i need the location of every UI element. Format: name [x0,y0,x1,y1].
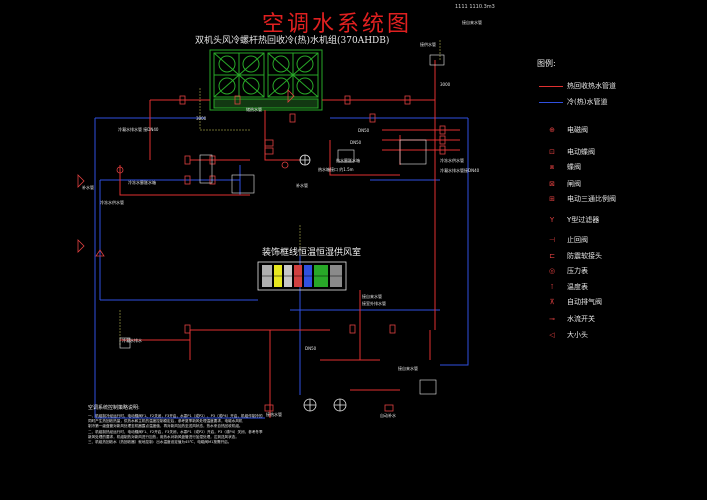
label-left-exp: 冷冻水膨胀水箱 [128,180,156,185]
legend-item: ⊞ 电动三通比例阀 [545,193,695,207]
3way-valve-icon: ⊞ [549,195,555,203]
legend-item: Y Y型过滤器 [545,214,695,228]
gate-valve-icon: ⊠ [549,180,555,188]
corner-note: 1111 1110.3m3 [455,4,495,10]
butterfly-valve-icon: ⧈ [549,163,555,171]
flow-switch-icon: ⊸ [549,315,555,323]
legend-label: 大小头 [567,331,588,339]
note-line: 一、机组制冷经运行时，电动蝶阀F1、F2关闭，F3开启，水泵P1（或P2）、P3… [88,414,263,418]
label-ahu-right-1: 接自来水管 [362,294,382,299]
legend-item: ⊏ 防震软接头 [545,250,695,264]
thermometer-icon: ⊺ [550,283,554,291]
legend-label: 冷(热)水管道 [567,98,608,106]
label-center-tank-1: DN50 [350,140,362,145]
legend-label: 压力表 [567,267,588,275]
note-line: 同时产生热回收热量，供热水和主机的温度控制稳定后，参考夏季新风处理温度要求，电磁… [88,419,243,424]
motorized-butterfly-valve-icon: ⊡ [549,148,555,156]
legend-item: ⊣ 止回阀 [545,234,695,248]
legend-label: 闸阀 [567,180,581,188]
pressure-gauge-icon: ◎ [548,267,556,275]
legend-item: 热回收热水管道 [539,80,695,94]
label-ahu-right-2: 接室外排水管 [362,301,386,306]
label-drain-left: 冷凝水排水 [122,338,142,343]
pump-symbols [299,154,347,412]
legend-label: 蝶阀 [567,163,581,171]
legend-label: 水流开关 [567,315,595,323]
legend-item: ⊼ 自动排气阀 [545,296,695,310]
accent-lines [119,40,441,345]
solenoid-valve-icon: ⊕ [549,126,555,134]
note-line: 制冷第一级盘管对新风处理至机器露点温度值，再对新风加热至送风状态，热水来自热回收… [88,424,243,429]
reducer-icon: ◁ [549,331,555,339]
label-ahu-down: DN50 [305,346,317,351]
legend-label: 电动三通比例阀 [567,195,616,203]
label-center-tank-3: 热水箱接口 约1.5m [318,167,354,172]
label-right-pipe2: 冷凝水排水管接DN40 [440,168,480,173]
legend-item: ⊡ 电动蝶阀 [545,146,695,160]
soft-joint-icon: ⊏ [549,252,555,260]
red-pipes [119,60,460,418]
note-line: 二、机组制热经运行时，电动蝶阀F1、F2开启，F3关闭，水泵P1（或P2）开启，… [88,429,263,434]
legend-label: 电磁阀 [567,126,588,134]
label-chiller-left-2: 3000 [196,116,207,121]
diagram-title: 空调水系统图 [262,12,413,37]
chiller-model-label: 双机头风冷螺杆热回收冷(热)水机组(370AHDB) [195,36,390,46]
label-top-right-1: 接供水管 [420,42,436,47]
label-chiller-left-1: 储热水管 [246,107,262,112]
label-left-tank: 冷凝水排水管 接DN40 [118,127,159,132]
legend-item: ⊠ 闸阀 [545,178,695,192]
legend-label: 防震软接头 [567,252,602,260]
chiller-unit [209,49,323,111]
label-left-branch: 冷冻水供水管 [100,200,124,205]
label-pump: 接热水管 [266,412,282,417]
label-bottom-1: 接自来水管 [398,366,418,371]
control-notes: 空调系统控制策略说明: 一、机组制冷经运行时，电动蝶阀F1、F2关闭，F3开启，… [88,404,433,445]
notes-heading: 空调系统控制策略说明: [88,405,140,411]
legend-label: 热回收热水管道 [567,82,616,90]
legend-label: 止回阀 [567,236,588,244]
legend-label: Y型过滤器 [567,216,600,224]
legend-item: ◎ 压力表 [545,265,695,279]
air-handling-unit [257,261,347,291]
label-center-rec: 补水管 [296,183,308,188]
label-bottom-2: 自动补水 [380,413,396,418]
legend-item: 冷(热)水管道 [539,96,695,110]
legend-label: 温度表 [567,283,588,291]
note-line: 新风处理的要求，机组制热对新风进行加热，用热水对新风盘管进行加湿处理，达到送风状… [88,434,239,439]
legend-item: ◁ 大小头 [545,329,695,343]
note-line: 三、机组热回收水（热回收器）就地控制：出水温度设定值为45℃，电磁阀M1按需开启… [88,440,232,445]
notes-lines: 一、机组制冷经运行时，电动蝶阀F1、F2关闭，F3开启，水泵P1（或P2）、P3… [88,414,433,445]
equipment-boxes [119,54,445,395]
legend-item: ⧈ 蝶阀 [545,161,695,175]
label-center-tank-2: 热水膨胀水箱 [336,158,360,163]
line-red-icon [539,80,563,92]
y-strainer-icon: Y [549,216,555,224]
air-vent-icon: ⊼ [549,298,555,306]
blue-pipes [94,117,469,419]
ahu-title: 装饰框线恒温恒湿供风室 [262,248,362,258]
legend-heading: 图例: [537,59,556,68]
label-top-right-2: 3000 [440,82,451,87]
legend-label: 电动蝶阀 [567,148,595,156]
legend-item: ⊸ 水流开关 [545,313,695,327]
legend-item: ⊕ 电磁阀 [545,124,695,138]
legend-item: ⊺ 温度表 [545,281,695,295]
label-left-pipe: 补水管 [82,185,94,190]
line-blue-icon [539,96,563,108]
label-right-pipe: 冷冻水供水管 [440,158,464,163]
legend-label: 自动排气阀 [567,298,602,306]
label-top-right-3: 接自来水管 [462,20,482,25]
label-center-right: DN50 [358,128,370,133]
check-valve-icon: ⊣ [548,236,556,244]
valve-symbols [77,89,446,412]
